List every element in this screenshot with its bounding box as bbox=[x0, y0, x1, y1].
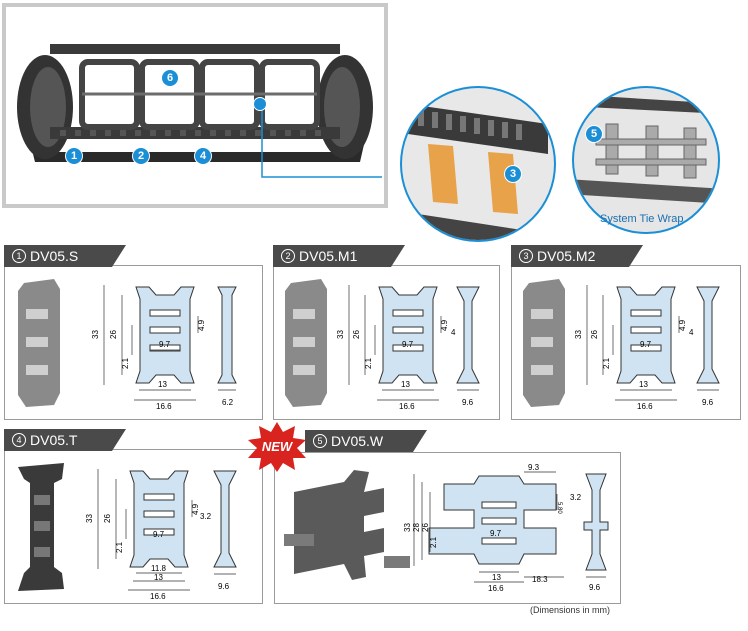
dim-16-6-s: 16.6 bbox=[156, 402, 172, 411]
svg-text:13: 13 bbox=[639, 380, 648, 389]
svg-text:9.6: 9.6 bbox=[462, 398, 474, 407]
callout-1: 1 bbox=[66, 148, 82, 164]
svg-text:13: 13 bbox=[401, 380, 410, 389]
svg-text:16.6: 16.6 bbox=[399, 402, 415, 411]
svg-text:16.6: 16.6 bbox=[488, 584, 504, 593]
front-view-m2 bbox=[616, 286, 676, 384]
svg-text:4: 4 bbox=[689, 328, 694, 337]
svg-text:16.6: 16.6 bbox=[637, 402, 653, 411]
svg-text:2.1: 2.1 bbox=[602, 357, 611, 369]
svg-text:33: 33 bbox=[403, 523, 412, 532]
svg-text:11.8: 11.8 bbox=[151, 564, 167, 573]
svg-text:26: 26 bbox=[103, 514, 112, 523]
svg-text:13: 13 bbox=[492, 573, 501, 582]
system-tie-wrap-label: System Tie Wrap bbox=[600, 213, 684, 225]
svg-text:9.3: 9.3 bbox=[528, 463, 540, 472]
svg-text:9.7: 9.7 bbox=[640, 340, 652, 349]
dim-26-s: 26 bbox=[109, 330, 118, 339]
part-3d-t bbox=[18, 463, 64, 591]
drawing-dv05-m1: 33 26 2.1 9.7 4.9 13 16.6 4 9.6 bbox=[285, 279, 480, 411]
dimensions-footnote: (Dimensions in mm) bbox=[530, 605, 611, 615]
front-view-t bbox=[129, 470, 189, 568]
svg-text:18.3: 18.3 bbox=[532, 575, 548, 584]
callout-4: 4 bbox=[195, 148, 211, 164]
svg-text:9.6: 9.6 bbox=[702, 398, 714, 407]
svg-text:3.2: 3.2 bbox=[570, 493, 582, 502]
callout-6: 6 bbox=[162, 70, 178, 86]
side-view-s bbox=[217, 286, 237, 384]
svg-text:33: 33 bbox=[574, 330, 583, 339]
svg-text:9.7: 9.7 bbox=[490, 529, 502, 538]
cable-carrier-illustration bbox=[17, 44, 382, 178]
svg-text:9.7: 9.7 bbox=[402, 340, 414, 349]
side-view-w bbox=[583, 473, 609, 571]
part-3d-w bbox=[284, 470, 410, 580]
svg-text:4.9: 4.9 bbox=[191, 503, 200, 515]
zoom-detail-5 bbox=[572, 86, 720, 234]
drawing-dv05-w: 33 28 26 9.3 5.80 9.7 2.1 13 16.6 18.3 3… bbox=[284, 463, 609, 593]
front-view-s bbox=[135, 286, 195, 384]
new-badge: NEW bbox=[248, 422, 306, 472]
svg-text:26: 26 bbox=[421, 523, 430, 532]
svg-text:3.2: 3.2 bbox=[200, 512, 212, 521]
new-badge-text: NEW bbox=[262, 439, 294, 454]
svg-text:13: 13 bbox=[154, 573, 163, 582]
dim-33-s: 33 bbox=[91, 330, 100, 339]
svg-text:26: 26 bbox=[352, 330, 361, 339]
drawing-dv05-t: 33 26 2.1 9.7 4.9 11.8 13 16.6 3.2 9.6 bbox=[18, 463, 237, 601]
svg-text:16.6: 16.6 bbox=[150, 592, 166, 601]
side-view-m1 bbox=[456, 286, 480, 384]
svg-text:2.1: 2.1 bbox=[429, 536, 438, 548]
svg-text:2.1: 2.1 bbox=[115, 541, 124, 553]
side-view-m2 bbox=[696, 286, 720, 384]
callout-point bbox=[254, 98, 266, 110]
svg-text:28: 28 bbox=[412, 523, 421, 532]
svg-text:4.9: 4.9 bbox=[678, 319, 687, 331]
svg-text:9.7: 9.7 bbox=[153, 530, 165, 539]
callout-2: 2 bbox=[133, 148, 149, 164]
svg-text:4.9: 4.9 bbox=[440, 319, 449, 331]
dim-4-9-s: 4.9 bbox=[197, 319, 206, 331]
callout-5: 5 bbox=[586, 126, 602, 142]
svg-text:26: 26 bbox=[590, 330, 599, 339]
front-view-m1 bbox=[378, 286, 438, 384]
part-3d-m2 bbox=[523, 279, 565, 407]
drawing-dv05-m2: 33 26 2.1 9.7 4.9 13 16.6 4 9.6 bbox=[523, 279, 720, 411]
svg-text:4: 4 bbox=[451, 328, 456, 337]
svg-text:33: 33 bbox=[336, 330, 345, 339]
svg-text:9.6: 9.6 bbox=[218, 582, 230, 591]
svg-text:2.1: 2.1 bbox=[364, 357, 373, 369]
side-view-t bbox=[213, 470, 237, 568]
svg-text:5.80: 5.80 bbox=[556, 502, 562, 514]
dim-13-s: 13 bbox=[158, 380, 167, 389]
zoom-detail-3 bbox=[400, 86, 556, 242]
part-3d-s bbox=[18, 279, 60, 407]
svg-text:33: 33 bbox=[85, 514, 94, 523]
svg-text:9.6: 9.6 bbox=[589, 583, 601, 592]
part-3d-m1 bbox=[285, 279, 327, 407]
callout-3: 3 bbox=[505, 166, 521, 182]
drawing-dv05-s: 33 26 2.1 9.7 4.9 13 16.6 6.2 bbox=[18, 279, 237, 411]
dim-2-1-s: 2.1 bbox=[121, 357, 130, 369]
dim-9-7-s: 9.7 bbox=[159, 340, 171, 349]
dim-side-s: 6.2 bbox=[222, 398, 234, 407]
